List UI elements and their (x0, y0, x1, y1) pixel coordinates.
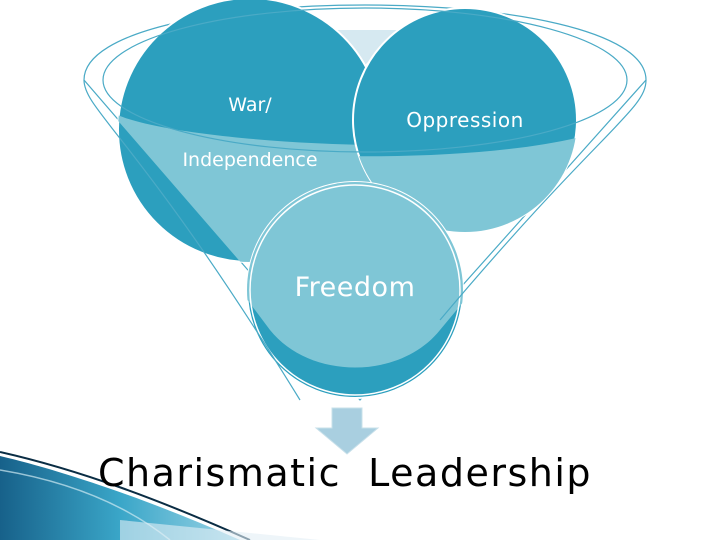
war-independence-label: War/ Independence (165, 78, 335, 188)
funnel-rim (83, 7, 647, 401)
result-title: Charismatic Leadership (97, 451, 593, 495)
corner-swoosh (0, 451, 320, 540)
oppression-circle (352, 7, 578, 233)
freedom-label: Freedom (294, 272, 416, 303)
freedom-circle (246, 181, 464, 399)
oppression-label: Oppression (406, 108, 524, 132)
down-arrow-icon (314, 407, 380, 455)
war-label-line-2: Independence (182, 149, 318, 171)
war-label-line-1: War/ (228, 94, 272, 116)
